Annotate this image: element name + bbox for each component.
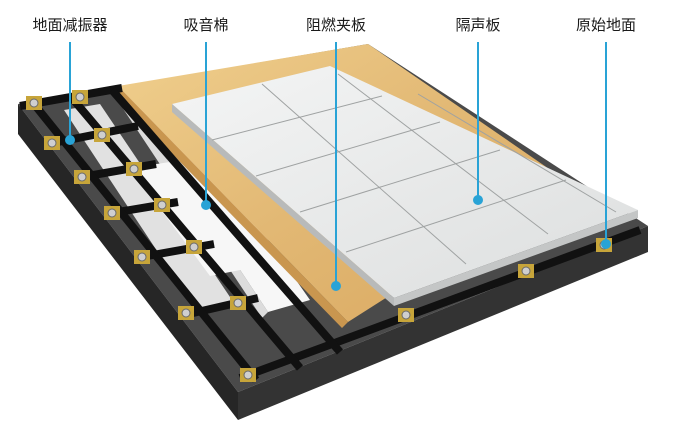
callout-label-damper: 地面减振器 [32,16,108,34]
callout-original-floor-line [601,42,611,249]
callout-label-sound-wool: 吸音棉 [183,16,229,34]
sound-insulation-board [172,66,638,306]
callout-label-original-floor: 原始地面 [575,16,637,34]
callout-sound-board-line [473,42,483,205]
callout-fire-board-line [331,42,341,291]
callout-label-sound-board: 隔声板 [455,16,501,34]
joist-grid [19,84,642,383]
callout-label-fire-board: 阻燃夹板 [305,16,367,34]
callout-damper-line [65,42,75,145]
callout-sound-wool-line [201,42,211,210]
